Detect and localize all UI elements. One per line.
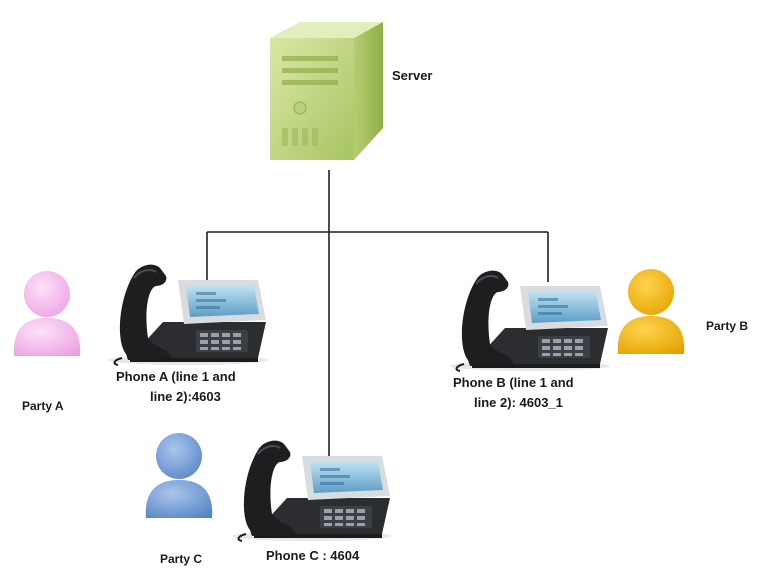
party-b-person-icon bbox=[617, 269, 685, 354]
phone-b-label-line2: line 2): 4603_1 bbox=[474, 395, 563, 410]
party-b-label: Party B bbox=[706, 319, 748, 333]
phone-a-label-line1: Phone A (line 1 and bbox=[116, 369, 236, 384]
connection-lines bbox=[206, 170, 549, 465]
phone-a-icon bbox=[107, 263, 269, 366]
phone-c-icon bbox=[231, 439, 393, 542]
phone-c-label: Phone C : 4604 bbox=[266, 548, 360, 563]
phone-a-label-line2: line 2):4603 bbox=[150, 389, 221, 404]
party-a-person-icon bbox=[13, 271, 81, 356]
party-a-label: Party A bbox=[22, 399, 64, 413]
server-icon bbox=[270, 22, 383, 160]
server-label: Server bbox=[392, 68, 432, 83]
phone-b-label-line1: Phone B (line 1 and bbox=[453, 375, 574, 390]
phone-b-icon bbox=[449, 269, 611, 372]
party-c-person-icon bbox=[145, 433, 213, 518]
party-c-label: Party C bbox=[160, 552, 202, 566]
